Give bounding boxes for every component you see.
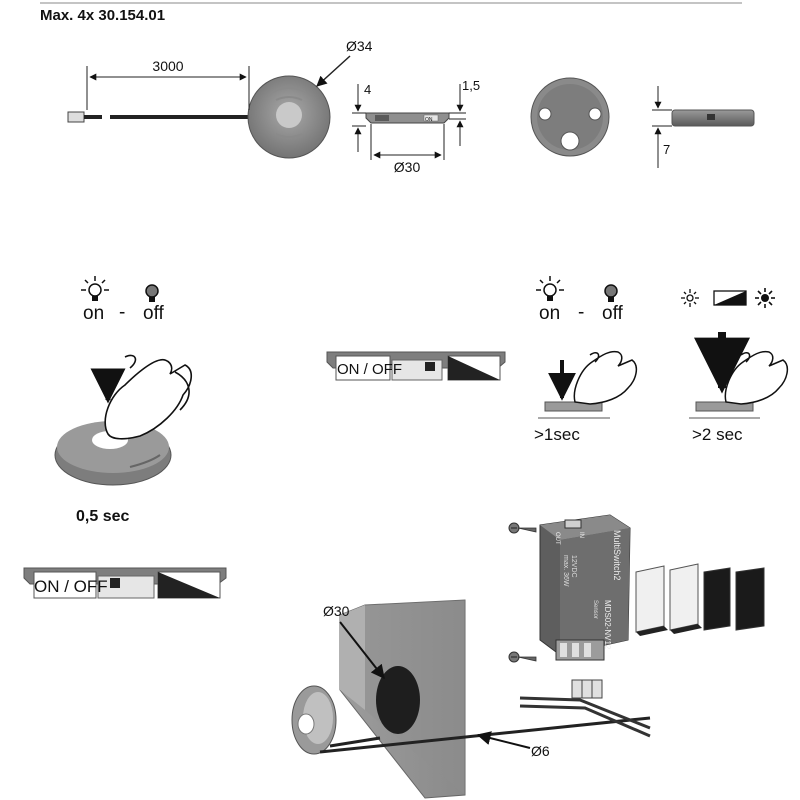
controller-box	[539, 514, 631, 661]
controller-maker: Sensor	[592, 600, 598, 619]
hold-time-2: >2 sec	[692, 425, 743, 444]
dim-diameter-outer: Ø34	[346, 38, 373, 54]
sensor-side-profile: ON	[365, 112, 450, 124]
tap-time: 0,5 sec	[76, 508, 129, 525]
dim-height-back: 7	[663, 142, 670, 157]
drill-hole	[376, 666, 420, 734]
label-dash: -	[119, 302, 125, 323]
finger-hold-2-illustration	[689, 350, 789, 419]
adhesive-pad-white-1	[635, 565, 668, 636]
switch-label-1: ON / OFF	[337, 361, 402, 378]
cable-leader	[476, 731, 531, 749]
dim-diameter-body: Ø30	[394, 159, 421, 175]
light-bulb-off-icon-2	[604, 284, 618, 302]
finger-tap-illustration	[54, 354, 192, 486]
mounting-ring-top	[530, 77, 610, 157]
dim-low-icon	[681, 289, 699, 307]
sensor-with-cable	[67, 75, 331, 159]
hold-time-1: >1sec	[534, 425, 580, 444]
sensor-lens	[276, 102, 302, 128]
header-text: Max. 4x 30.154.01	[40, 7, 165, 24]
adhesive-pad-black-1	[703, 567, 731, 631]
dim-34-leader	[316, 55, 351, 87]
switch-label-2: ON / OFF	[34, 577, 108, 596]
controller-rating-voltage: 12VDC	[570, 555, 577, 578]
label-on: on	[83, 303, 104, 324]
install-cable-in	[329, 736, 381, 748]
screw-icon-2	[508, 651, 537, 663]
light-bulb-on-icon-2	[536, 276, 564, 301]
cable-connector	[67, 111, 85, 123]
sensor-switch-side-view	[326, 351, 506, 381]
controller-port-in: IN	[578, 532, 584, 538]
label-dash-2: -	[578, 302, 584, 323]
finger-hold-1-illustration	[538, 350, 638, 419]
light-bulb-on-icon	[81, 276, 109, 301]
dim-cable-length: 3000	[152, 58, 183, 74]
dim-height-rim: 1,5	[462, 78, 480, 93]
label-off-2: off	[602, 303, 624, 324]
label-on-2: on	[539, 303, 560, 324]
dim-ramp-icon	[713, 290, 747, 306]
svg-text:ON: ON	[425, 117, 433, 123]
adhesive-pad-black-2	[735, 567, 765, 631]
controller-port-out: OUT	[554, 532, 560, 545]
dim-cable-diameter: Ø6	[531, 743, 550, 759]
mounting-ring-side	[671, 109, 755, 127]
label-off: off	[143, 303, 165, 324]
dim-high-icon	[755, 288, 775, 308]
sensor-switch-side-view-2	[23, 567, 227, 599]
light-bulb-off-icon	[145, 284, 159, 302]
hole-leader	[339, 621, 385, 680]
adhesive-pad-white-2	[669, 563, 702, 634]
controller-rating-power: max. 36W	[562, 555, 569, 587]
dim-height-total: 4	[364, 82, 371, 97]
output-wires	[519, 679, 651, 738]
wall-panel	[339, 599, 466, 799]
sensor-front-install	[291, 685, 337, 755]
dim-hole-diameter: Ø30	[323, 603, 350, 619]
controller-model: MDS02-NV12	[603, 600, 612, 650]
controller-brand: MultiSwitch2	[612, 530, 622, 581]
screw-icon	[508, 522, 537, 534]
